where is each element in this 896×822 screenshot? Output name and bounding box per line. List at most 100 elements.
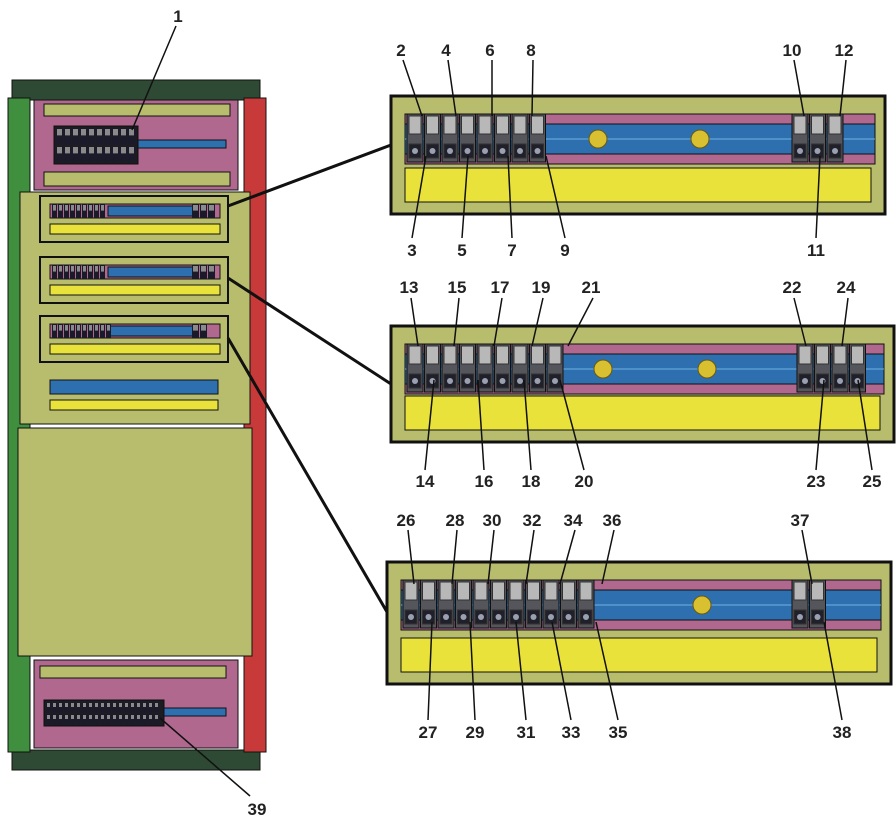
top-din-rail (137, 139, 227, 149)
callout-label: 10 (783, 41, 802, 60)
terminal-head (509, 581, 523, 601)
leader-line (451, 529, 458, 585)
group-terminal-terminal (70, 204, 75, 218)
callout-label: 9 (560, 241, 569, 260)
terminal-head (426, 345, 439, 365)
leader-line (525, 529, 535, 585)
terminal-screw (478, 614, 484, 620)
block-1-row-b-terminal-top (73, 147, 78, 154)
callout-label: 26 (397, 511, 416, 530)
terminal-head (496, 115, 509, 135)
group-terminal-right-terminal (208, 204, 215, 218)
block-39-row-b-terminal-top (125, 715, 128, 719)
terminal-strip-details (385, 94, 896, 686)
leader-line (477, 379, 485, 471)
block-1-row-b-terminal-top (65, 147, 70, 154)
spare-din-rail (49, 379, 219, 395)
block-1-row-b-terminal (120, 146, 127, 162)
terminal-screw (447, 148, 453, 154)
block-39-row-a-terminal-top (143, 703, 146, 707)
leader-line (159, 717, 251, 797)
terminal-screw (565, 614, 572, 620)
terminal-screw (534, 148, 541, 154)
block-1-row-b-terminal-top (89, 147, 94, 154)
leader-line (551, 621, 572, 721)
group-terminal-terminal (58, 324, 63, 338)
leader-line (407, 529, 415, 585)
callout-label: 16 (475, 472, 494, 491)
callout-label: 14 (416, 472, 435, 491)
group-terminal-terminal (76, 324, 81, 338)
callout-label: 2 (396, 41, 405, 60)
group-terminal-terminal (106, 324, 111, 338)
block-1-row-a-terminal-top (113, 129, 118, 136)
callout-label: 21 (582, 278, 601, 297)
terminal-screw (583, 614, 589, 620)
block-39-row-b-terminal-top (137, 715, 140, 719)
group-terminal-right-terminal-top (201, 325, 206, 331)
group-terminal-terminal-top (53, 205, 56, 211)
callout-label: 30 (483, 511, 502, 530)
leader-line (515, 621, 527, 721)
block-1-row-a-terminal (96, 128, 103, 144)
callout-label: 7 (507, 241, 516, 260)
zoom-connector-line (227, 276, 392, 386)
group-terminal-terminal-top (107, 325, 110, 331)
rail-screw (593, 359, 613, 379)
group-terminal-right-terminal-top (193, 325, 198, 331)
terminal-head (443, 345, 457, 365)
terminal-head (443, 115, 457, 135)
callout-label: 34 (564, 511, 583, 530)
leader-line (131, 25, 177, 131)
group-terminal-terminal-top (59, 205, 62, 211)
block-39-row-b-terminal-top (107, 715, 110, 719)
terminal-head (478, 345, 492, 365)
block-1-row-b-terminal (88, 146, 95, 162)
group-terminal-terminal-top (95, 325, 98, 331)
block-1-row-a-terminal-top (73, 129, 78, 136)
block-39-row-a-terminal-top (101, 703, 104, 707)
leader-line (823, 621, 843, 721)
group-terminal-right-terminal-top (209, 205, 214, 211)
group-terminal-terminal (70, 324, 75, 338)
detail-panel-3 (385, 560, 893, 686)
cabinet-bottom-cap (11, 749, 261, 771)
leader-line (447, 59, 457, 117)
leader-line (469, 621, 476, 721)
block-39-row-a-terminal-top (113, 703, 116, 707)
leader-line (427, 621, 433, 721)
terminal-head (404, 581, 418, 601)
group-terminal-terminal-top (77, 325, 80, 331)
block-39-row-b-terminal-top (101, 715, 104, 719)
block-39-row-a-terminal-top (59, 703, 62, 707)
group-terminal-terminal-top (59, 325, 62, 331)
terminal-screw (464, 378, 471, 384)
terminal-screw (797, 148, 803, 154)
leader-line (595, 621, 619, 721)
terminal-screw (548, 614, 554, 620)
callout-label: 39 (248, 800, 267, 819)
terminal-screw (443, 614, 449, 620)
group-terminal-right-terminal (200, 324, 207, 338)
terminal-head (816, 345, 829, 365)
terminal-screw (482, 378, 488, 384)
terminal-screw (832, 148, 838, 154)
block-1-row-a-terminal (120, 128, 127, 144)
block-1-row-a-terminal (72, 128, 79, 144)
group-terminal-terminal-top (53, 325, 56, 331)
block-39-row-a-terminal-top (137, 703, 140, 707)
terminal-head (408, 115, 422, 135)
callout-label: 12 (835, 41, 854, 60)
terminal-group-label-strip (49, 284, 221, 296)
block-39-row-b-terminal-top (83, 715, 86, 719)
group-terminal-terminal (82, 265, 87, 279)
group-terminal-terminal-top (95, 266, 98, 272)
terminal-group-rail (107, 205, 195, 217)
terminal-screw (530, 614, 537, 620)
leader-line (857, 379, 873, 471)
block-1-row-a-terminal (64, 128, 71, 144)
terminal-screw (499, 378, 506, 384)
block-39-row-a-terminal-top (83, 703, 86, 707)
leader-line (601, 529, 615, 585)
